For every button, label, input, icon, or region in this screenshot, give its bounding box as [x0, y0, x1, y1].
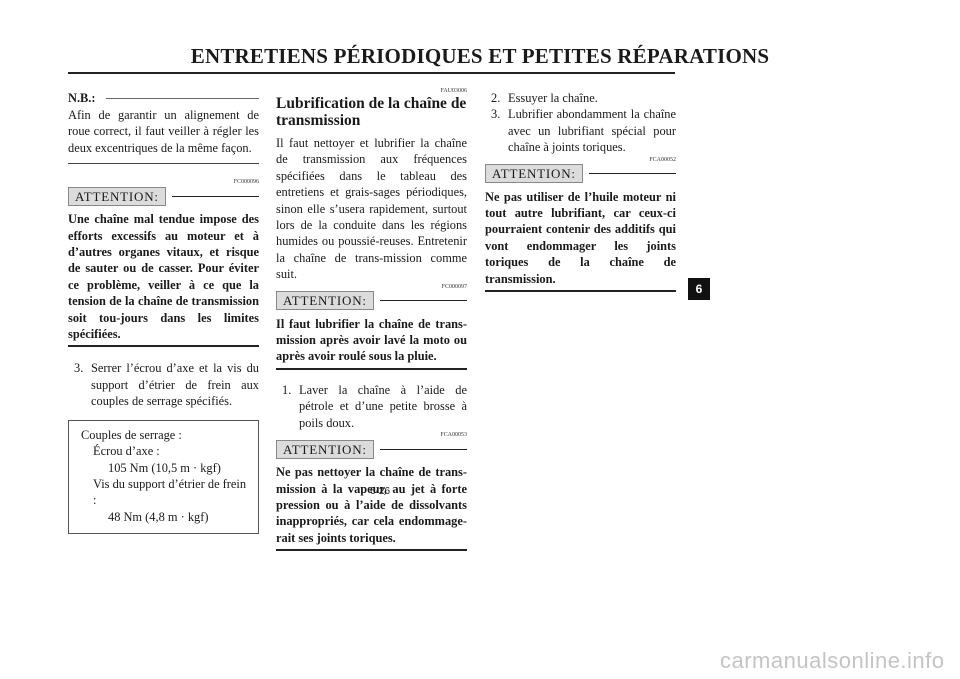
- nb-rule: [105, 98, 259, 99]
- attention-label: ATTENTION:: [276, 439, 374, 459]
- attention-rule: [379, 300, 467, 302]
- attention-text: Ne pas nettoyer la chaîne de trans-missi…: [276, 465, 467, 545]
- watermark: carmanualsonline.info: [720, 648, 945, 673]
- reference-code: FC000097: [441, 283, 467, 290]
- step-1: 1. Laver la chaîne à l’aide de pétrole e…: [276, 382, 467, 431]
- torque-nut-value: 105 Nm (10,5 m · kgf): [108, 460, 221, 475]
- attention-header: ATTENTION:: [68, 186, 259, 206]
- chapter-tab: 6: [688, 278, 710, 300]
- attention-text: Il faut lubrifier la chaîne de trans-mis…: [276, 316, 467, 364]
- attention-header: ATTENTION:: [276, 291, 467, 311]
- nb-end-rule: [68, 163, 259, 165]
- torque-screw-label: Vis du support d’étrier de frein :: [93, 476, 247, 508]
- step-text: Laver la chaîne à l’aide de pétrole et d…: [299, 382, 467, 430]
- attention-label: ATTENTION:: [68, 186, 166, 206]
- nb-header: N.B.:: [68, 91, 259, 106]
- nb-text: Afin de garantir un alignement de roue c…: [68, 108, 259, 155]
- step-3: 3. Lubrifier abondamment la chaîne avec …: [485, 106, 676, 155]
- attention-end-rule: [68, 345, 259, 348]
- reference-code: FC000096: [233, 179, 259, 186]
- attention-end-rule: [276, 549, 467, 552]
- attention-rule: [171, 195, 259, 197]
- step-number: 1.: [282, 382, 292, 397]
- step-number: 3.: [491, 107, 501, 122]
- attention-text: Ne pas utiliser de l’huile moteur ni tou…: [485, 189, 676, 286]
- torque-heading: Couples de serrage :: [81, 427, 182, 442]
- column-right: 2. Essuyer la chaîne. 3. Lubrifier abond…: [485, 90, 676, 293]
- attention-end-rule: [485, 290, 676, 293]
- title-rule: [68, 72, 675, 74]
- column-left: N.B.: Afin de garantir un alignement de …: [68, 91, 259, 535]
- page-title: ENTRETIENS PÉRIODIQUES ET PETITES RÉPARA…: [190, 44, 770, 68]
- reference-code: FCA00052: [649, 156, 676, 163]
- torque-box: Couples de serrage : Écrou d’axe : 105 N…: [68, 419, 259, 535]
- attention-rule: [379, 448, 467, 450]
- reference-code: FAU03006: [440, 88, 467, 94]
- attention-header: ATTENTION:: [485, 164, 676, 184]
- step-number: 3.: [74, 361, 84, 376]
- attention-label: ATTENTION:: [485, 164, 583, 184]
- attention-header: ATTENTION:: [276, 439, 467, 459]
- step-2: 2. Essuyer la chaîne.: [485, 90, 676, 106]
- column-middle: FAU03006 Lubrification de la chaîne de t…: [276, 88, 467, 552]
- nb-label: N.B.:: [68, 91, 96, 105]
- torque-nut-label: Écrou d’axe :: [93, 444, 160, 459]
- attention-text: Une chaîne mal tendue impose des efforts…: [68, 212, 259, 342]
- step-text: Serrer l’écrou d’axe et la vis du suppor…: [91, 361, 259, 409]
- step-text: Essuyer la chaîne.: [508, 91, 598, 105]
- attention-rule: [588, 173, 676, 175]
- step-number: 2.: [491, 91, 501, 105]
- reference-code: FCA00053: [440, 432, 467, 439]
- step-text: Lubrifier abondamment la chaîne avec un …: [508, 107, 676, 155]
- page-number: 6-26: [369, 486, 390, 497]
- attention-label: ATTENTION:: [276, 291, 374, 311]
- torque-screw-value: 48 Nm (4,8 m · kgf): [108, 509, 209, 524]
- section-intro: Il faut nettoyer et lubrifier la chaîne …: [276, 136, 467, 282]
- attention-end-rule: [276, 367, 467, 370]
- section-heading: Lubrification de la chaîne de transmissi…: [276, 95, 467, 129]
- step-3: 3. Serrer l’écrou d’axe et la vis du sup…: [68, 360, 259, 409]
